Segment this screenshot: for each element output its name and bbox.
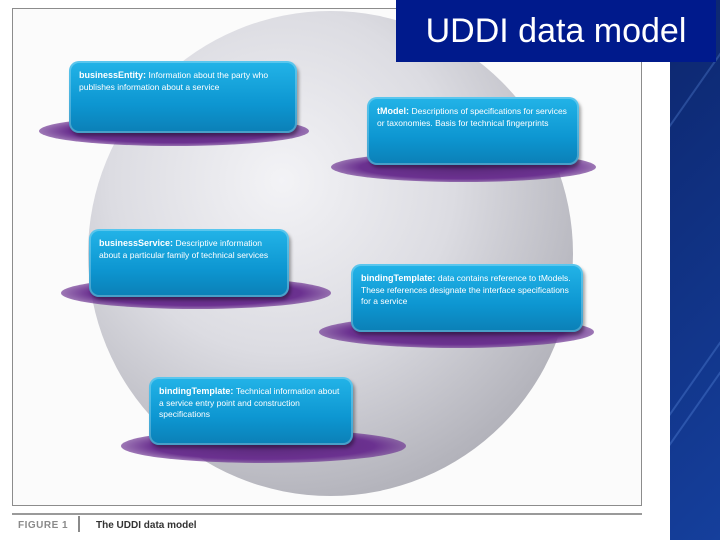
binding-template-ref-desc: data contains reference to tModels. Thes…: [361, 273, 571, 306]
caption-divider: [12, 513, 642, 515]
tmodel-term: tModel:: [377, 106, 412, 116]
figure-caption: The UDDI data model: [96, 520, 197, 531]
binding-template-tech-box: bindingTemplate: Technical information a…: [149, 377, 353, 445]
business-service-term: businessService:: [99, 238, 176, 248]
binding-template-ref-box: bindingTemplate: data contains reference…: [351, 264, 583, 332]
tmodel-desc: Descriptions of specifications for servi…: [377, 106, 567, 128]
caption-separator: [78, 516, 80, 532]
tmodel-box: tModel: Descriptions of specifications f…: [367, 97, 579, 165]
binding-template-ref-term: bindingTemplate:: [361, 273, 438, 283]
slide-title: UDDI data model: [396, 0, 716, 62]
business-service-box: businessService: Descriptive information…: [89, 229, 289, 297]
business-entity-term: businessEntity:: [79, 70, 149, 80]
business-service-desc: Descriptive information about a particul…: [99, 238, 269, 260]
figure-number: FIGURE 1: [18, 520, 69, 531]
binding-template-tech-term: bindingTemplate:: [159, 386, 236, 396]
figure-frame: businessEntity: Information about the pa…: [12, 8, 642, 506]
binding-template-tech-desc: Technical information about a service en…: [159, 386, 340, 419]
business-entity-desc: Information about the party who publishe…: [79, 70, 269, 92]
business-entity-box: businessEntity: Information about the pa…: [69, 61, 297, 133]
figure-panel: businessEntity: Information about the pa…: [12, 8, 642, 532]
